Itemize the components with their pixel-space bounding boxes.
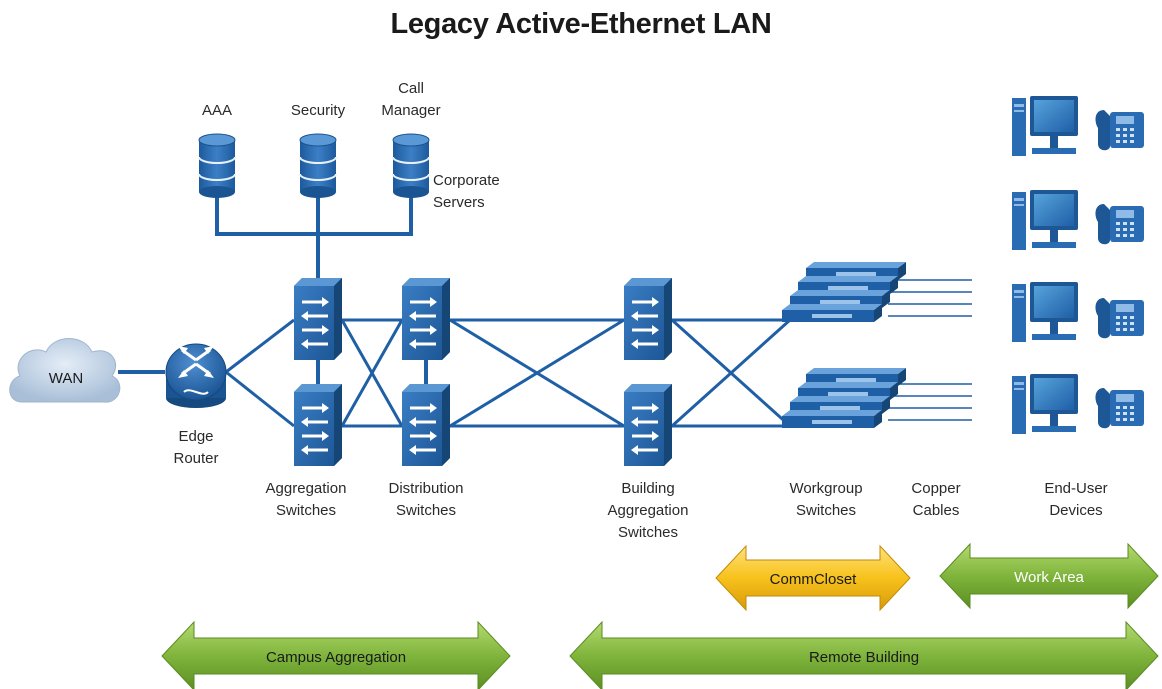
copper-cables-label: Copper Cables (911, 480, 961, 519)
computer-icon (1012, 96, 1078, 156)
router-icon (165, 343, 227, 408)
work-area-arrow: Work Area (939, 542, 1159, 610)
remote-building-arrow: Remote Building (569, 620, 1159, 689)
security-server-label: Security (290, 102, 346, 119)
phone-icon (1095, 388, 1144, 429)
database-icon (299, 133, 337, 199)
copper-cables (888, 279, 972, 421)
call-manager-label: Call Manager (381, 80, 441, 119)
switch-icon (292, 276, 344, 362)
campus-aggregation-label: Campus Aggregation (266, 649, 406, 666)
building-aggregation-switches-label: Building Aggregation Switches (607, 480, 689, 541)
phone-icon (1095, 204, 1144, 245)
aaa-server-label: AAA (201, 102, 232, 119)
switch-icon (292, 382, 344, 468)
distribution-switches-label: Distribution Switches (388, 480, 464, 519)
network-links (118, 318, 792, 428)
workgroup-switch-icon (782, 368, 906, 428)
workgroup-switches-label: Workgroup Switches (789, 480, 863, 519)
computer-icon (1012, 282, 1078, 342)
database-icon (392, 133, 430, 199)
server-links (215, 196, 413, 278)
cloud-icon (9, 338, 121, 403)
phone-icon (1095, 110, 1144, 151)
aggregation-switches-label: Aggregation Switches (265, 480, 347, 519)
comm-closet-arrow: CommCloset (715, 544, 911, 612)
campus-aggregation-arrow: Campus Aggregation (161, 620, 511, 689)
remote-building-label: Remote Building (809, 649, 919, 666)
diagram-title: Legacy Active-Ethernet LAN (390, 8, 772, 40)
switch-icon (400, 276, 452, 362)
wan-label: WAN (49, 370, 83, 387)
switch-icon (622, 382, 674, 468)
switch-icon (622, 276, 674, 362)
computer-icon (1012, 190, 1078, 250)
database-icon (198, 133, 236, 199)
comm-closet-label: CommCloset (770, 571, 858, 588)
computer-icon (1012, 374, 1078, 434)
work-area-label: Work Area (1014, 569, 1084, 586)
edge-router-label: Edge Router (173, 428, 219, 467)
workgroup-switch-icon (782, 262, 906, 322)
switch-icon (400, 382, 452, 468)
phone-icon (1095, 298, 1144, 339)
end-user-devices-label: End-User Devices (1044, 480, 1108, 519)
corporate-servers-label: Corporate Servers (433, 172, 500, 211)
